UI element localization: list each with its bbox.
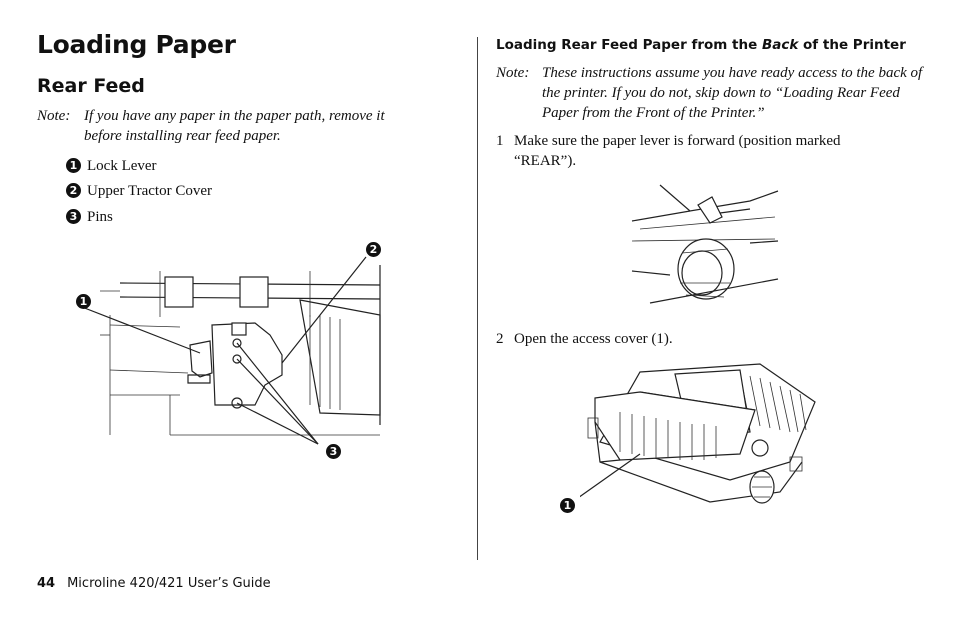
callout-badge-3: 3	[66, 209, 81, 224]
legend-item-upper-tractor-cover: 2 Upper Tractor Cover	[66, 183, 212, 200]
step-text: Open the access cover (1).	[514, 331, 673, 347]
legend-label: Upper Tractor Cover	[87, 183, 212, 199]
step-1: 1 Make sure the paper lever is forward (…	[496, 131, 896, 173]
callout-badge-2: 2	[66, 183, 81, 198]
figure1-callout-2: 2	[366, 242, 381, 257]
paper-lever-illustration	[631, 184, 779, 304]
subheading-post: of the Printer	[798, 37, 906, 53]
figure1-callout-3: 3	[326, 444, 341, 459]
note-label: Note:	[496, 65, 530, 81]
subheading-emphasis: Back	[761, 37, 799, 53]
right-note: Note: These instructions assume you have…	[496, 63, 926, 125]
legend-item-pins: 3 Pins	[66, 209, 113, 226]
step-2: 2 Open the access cover (1).	[496, 329, 896, 351]
printer-access-cover-illustration	[580, 363, 816, 504]
column-divider	[477, 37, 478, 560]
page-number: 44	[37, 576, 56, 591]
step-number: 2	[496, 331, 504, 347]
left-note: Note: If you have any paper in the paper…	[37, 106, 437, 148]
page-title: Loading Paper	[37, 30, 236, 59]
tractor-illustration	[81, 256, 381, 445]
footer-title: Microline 420/421 User’s Guide	[67, 576, 271, 591]
section-title: Rear Feed	[37, 75, 145, 97]
subheading-pre: Loading Rear Feed Paper from the	[496, 37, 762, 53]
legend-item-lock-lever: 1 Lock Lever	[66, 158, 157, 175]
figure1-callout-1: 1	[76, 294, 91, 309]
subheading: Loading Rear Feed Paper from the Back of…	[496, 37, 906, 53]
legend-label: Lock Lever	[87, 158, 157, 174]
note-label: Note:	[37, 108, 71, 124]
note-text: These instructions assume you have ready…	[542, 65, 923, 121]
callout-badge-1: 1	[66, 158, 81, 173]
step-number: 1	[496, 133, 504, 149]
legend-label: Pins	[87, 209, 113, 225]
step-text: Make sure the paper lever is forward (po…	[514, 133, 841, 169]
note-text: If you have any paper in the paper path,…	[84, 108, 385, 144]
page-footer: 44 Microline 420/421 User’s Guide	[37, 576, 271, 591]
figure3-callout-1: 1	[560, 498, 575, 513]
